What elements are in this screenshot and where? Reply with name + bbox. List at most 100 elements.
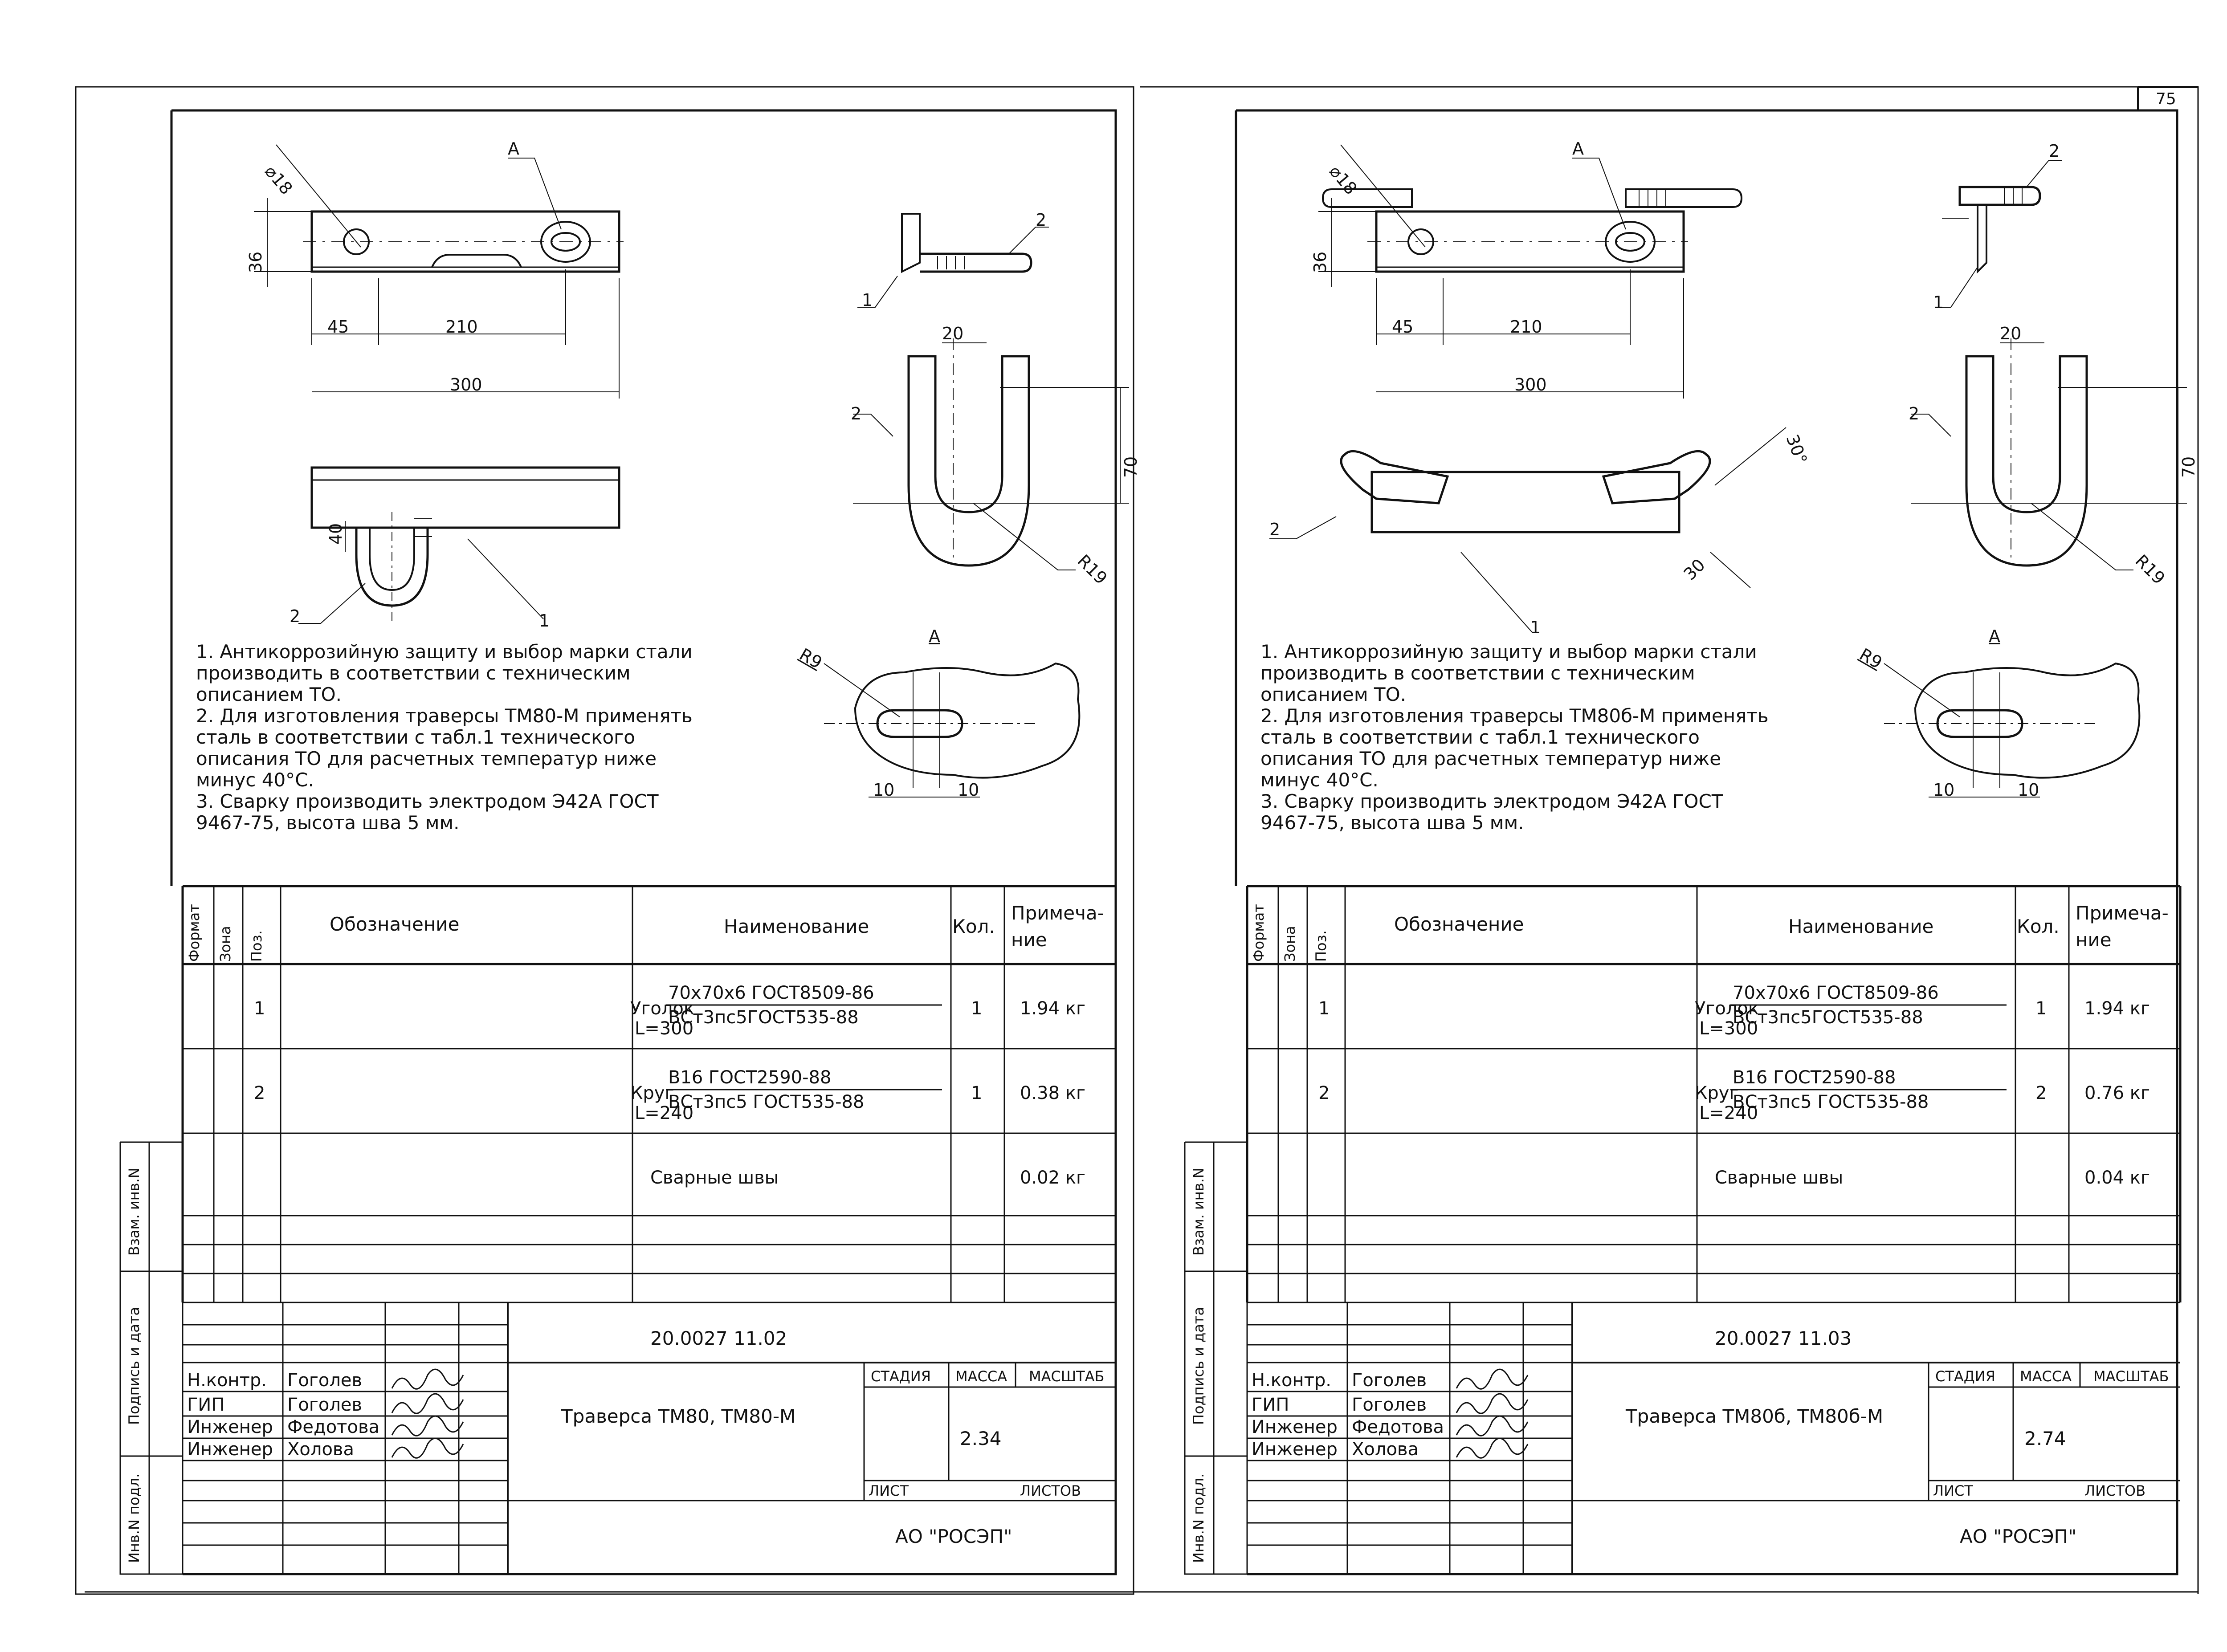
- side-inv-podl: Инв.N подл.: [126, 1473, 143, 1563]
- row-name-sub: L=300: [635, 1018, 694, 1039]
- dimension-40: 40: [326, 523, 346, 545]
- stamp-role: ГИП: [187, 1395, 225, 1415]
- line: [311, 269, 620, 399]
- row-name-bottom: ВСт3пс5ГОСТ535-88: [1733, 1007, 1923, 1028]
- row-name-prefix: Уголок: [1695, 998, 1759, 1019]
- row-qty: 2: [2035, 1083, 2047, 1103]
- line: [1184, 1141, 1247, 1575]
- header-qty: Кол.: [952, 916, 995, 937]
- line: [1340, 144, 1426, 248]
- line: [414, 518, 432, 537]
- technical-notes: 1. Антикоррозийную защиту и выбор марки …: [1260, 641, 1769, 834]
- document-title: Траверса ТМ80, ТМ80-М: [561, 1405, 796, 1427]
- row-name-top: В16 ГОСТ2590-88: [668, 1067, 832, 1088]
- circle: [1615, 232, 1645, 252]
- row-name-prefix: Круг: [630, 1083, 674, 1103]
- label-view-a-title: A: [929, 627, 940, 646]
- row-name-top: 70х70х6 ГОСТ8509-86: [668, 983, 874, 1003]
- position-1: 1: [539, 611, 550, 631]
- line: [431, 254, 522, 268]
- dimension-70: 70: [2179, 456, 2199, 478]
- row-position: 2: [1318, 1083, 1330, 1103]
- side-vzam: Взам. инв.N: [1190, 1168, 1207, 1256]
- line: [369, 528, 415, 591]
- position-2: 2: [290, 606, 301, 626]
- line: [1572, 1386, 2180, 1501]
- line: [1884, 663, 1960, 717]
- row-name-prefix: Уголок: [630, 998, 695, 1019]
- row-qty: 1: [2035, 998, 2047, 1019]
- row-name-sub: L=300: [1699, 1018, 1758, 1039]
- line: [1710, 427, 1786, 588]
- header-name: Наименование: [724, 916, 869, 937]
- line: [854, 662, 1081, 779]
- line: [310, 466, 620, 529]
- line: [508, 158, 562, 230]
- stamp-name: Холова: [287, 1439, 354, 1460]
- mass-label: МАССА: [955, 1368, 1007, 1385]
- line: [312, 334, 619, 392]
- row-note: 0.04 кг: [2084, 1168, 2150, 1188]
- line: [298, 583, 366, 624]
- stamp-role: Инженер: [187, 1417, 273, 1437]
- line: [913, 672, 940, 788]
- stamp-name: Гоголев: [287, 1370, 363, 1391]
- line: [1639, 189, 1666, 207]
- stamp-role: Н.контр.: [1252, 1370, 1331, 1391]
- stamp-name: Федотова: [287, 1417, 380, 1437]
- header-format: Формат: [1250, 904, 1267, 962]
- position-1: 1: [1530, 618, 1541, 637]
- label-view-a-title: A: [1989, 627, 2000, 646]
- line: [1456, 1368, 1529, 1390]
- stamp-name: Федотова: [1352, 1417, 1444, 1437]
- row-position: 1: [254, 998, 265, 1019]
- line: [391, 1393, 464, 1414]
- line: [391, 1437, 464, 1459]
- line: [1914, 662, 2141, 779]
- line: [119, 1141, 183, 1575]
- dimension-10: 10: [1933, 780, 1955, 800]
- line: [1572, 158, 1626, 230]
- line: [937, 256, 965, 269]
- row-note: 1.94 кг: [2084, 998, 2150, 1019]
- header-zone: Зона: [217, 926, 234, 962]
- line: [1911, 414, 1951, 437]
- line: [120, 1270, 183, 1457]
- header-format: Формат: [186, 904, 203, 962]
- line: [2031, 503, 2133, 570]
- stamp-name: Гоголев: [1352, 1395, 1427, 1415]
- line: [508, 1386, 1116, 1501]
- row-name-top: В16 ГОСТ2590-88: [1733, 1067, 1896, 1088]
- line: [973, 387, 1129, 504]
- dimension-10: 10: [958, 780, 979, 800]
- side-podpis-data: Подпись и дата: [1190, 1306, 1207, 1425]
- stamp-role: ГИП: [1252, 1395, 1289, 1415]
- line: [1376, 269, 1684, 399]
- document-code: 20.0027 11.03: [1715, 1327, 1852, 1349]
- line: [391, 1368, 464, 1390]
- header-designation: Обозначение: [1394, 913, 1524, 935]
- header-name: Наименование: [1788, 916, 1934, 937]
- line: [1456, 1415, 1529, 1436]
- side-vzam: Взам. инв.N: [126, 1168, 143, 1256]
- header-pos: Поз.: [248, 930, 265, 962]
- dimension-36: 36: [246, 251, 266, 273]
- header-zone: Зона: [1281, 926, 1298, 962]
- dimension-300: 300: [450, 375, 482, 395]
- line: [276, 144, 361, 248]
- stamp-role: Инженер: [1252, 1439, 1338, 1460]
- line: [1322, 188, 1413, 208]
- scale-label: МАСШТАБ: [2093, 1368, 2169, 1385]
- page-number: 75: [2156, 90, 2176, 108]
- position-1: 1: [1933, 293, 1944, 312]
- row-note: 0.02 кг: [1020, 1168, 1085, 1188]
- stage-label: СТАДИЯ: [1935, 1368, 1995, 1385]
- header-pos: Поз.: [1313, 930, 1330, 962]
- line: [853, 414, 893, 437]
- line: [1460, 552, 1533, 633]
- header-note-1: Примеча-: [2076, 902, 2169, 924]
- dimension-45: 45: [1392, 317, 1414, 337]
- row-name-top: 70х70х6 ГОСТ8509-86: [1733, 983, 1939, 1003]
- position-2: 2: [1909, 404, 1920, 423]
